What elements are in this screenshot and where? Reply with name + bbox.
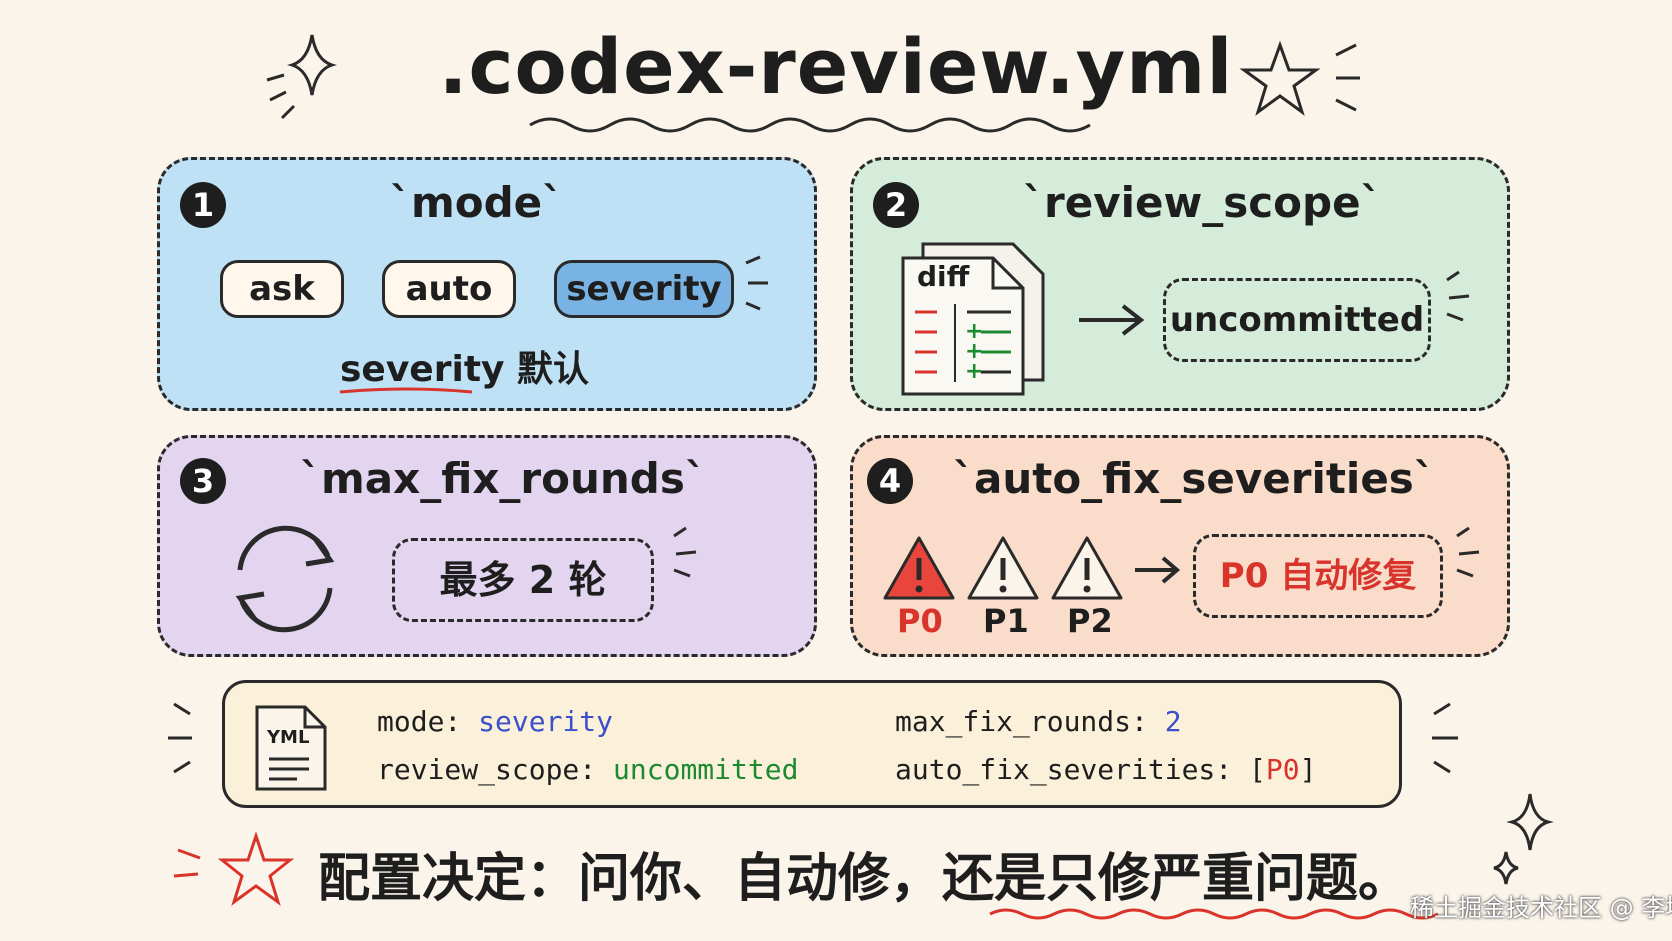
svg-text:+: + xyxy=(965,359,983,384)
config-scope-value: uncommitted xyxy=(613,753,799,786)
mode-panel-title: `mode` xyxy=(390,178,564,227)
emphasis-lines-icon xyxy=(1456,526,1480,578)
yml-file-icon xyxy=(255,705,327,791)
warning-red-icon xyxy=(883,536,955,600)
watermark: 稀土掘金技术社区 @ 李坤 xyxy=(1410,894,1672,922)
config-summary-box: YML mode: severity review_scope: uncommi… xyxy=(222,680,1402,808)
step-number-3: 3 xyxy=(180,458,226,504)
auto-fix-severities-panel: 4 `auto_fix_severities` P0 P1 P2 P0 自动修复 xyxy=(850,435,1510,657)
config-scope-key: review_scope: xyxy=(377,753,597,786)
auto-fix-severities-title: `auto_fix_severities` xyxy=(953,454,1435,503)
max-rounds-value-box: 最多 2 轮 xyxy=(392,538,654,622)
config-severities-key: auto_fix_severities: xyxy=(895,753,1233,786)
page-title: .codex-review.yml xyxy=(438,22,1234,111)
max-fix-rounds-panel: 3 `max_fix_rounds` 最多 2 轮 xyxy=(157,435,817,657)
red-underline xyxy=(339,387,473,394)
config-severities-value: P0 xyxy=(1265,753,1300,786)
mode-option-severity: severity xyxy=(554,260,734,318)
emphasis-lines-icon xyxy=(745,255,768,311)
mode-option-ask: ask xyxy=(220,260,344,318)
auto-fix-result-box: P0 自动修复 xyxy=(1193,534,1443,618)
severity-label-p1: P1 xyxy=(983,602,1029,640)
step-number-1: 1 xyxy=(180,182,226,228)
default-note: 默认 xyxy=(517,349,590,390)
auto-fix-result-text: P0 自动修复 xyxy=(1219,556,1417,596)
sparkle-icon xyxy=(1493,793,1554,885)
severity-label-p2: P2 xyxy=(1067,602,1113,640)
refresh-cycle-icon xyxy=(235,525,335,633)
review-scope-title: `review_scope` xyxy=(1023,178,1382,227)
config-rounds-key: max_fix_rounds: xyxy=(895,705,1148,738)
emphasis-lines-icon xyxy=(168,702,192,774)
svg-text:+: + xyxy=(965,319,983,344)
arrow-right-icon xyxy=(1079,304,1145,336)
red-star-icon xyxy=(173,831,295,906)
emphasis-lines-icon xyxy=(1432,702,1458,774)
config-severities-open: [ xyxy=(1249,753,1266,786)
step-number-2: 2 xyxy=(873,182,919,228)
default-value-label: severity xyxy=(340,349,505,390)
yml-file-label: YML xyxy=(267,727,310,748)
mode-option-auto: auto xyxy=(382,260,516,318)
arrow-right-icon xyxy=(1135,556,1181,584)
severity-label-p0: P0 xyxy=(897,602,943,640)
config-severities-close: ] xyxy=(1299,753,1317,786)
warning-icon xyxy=(1051,536,1123,600)
emphasis-lines-icon xyxy=(1446,270,1470,322)
warning-icon xyxy=(967,536,1039,600)
sparkle-icon xyxy=(266,34,338,120)
config-mode-key: mode: xyxy=(377,705,462,738)
svg-text:+: + xyxy=(965,339,983,364)
mode-panel: 1 `mode` ask auto severity severity 默认 xyxy=(157,157,817,411)
summary-line: 配置决定：问你、自动修，还是只修严重问题。 xyxy=(318,849,1411,909)
max-fix-rounds-title: `max_fix_rounds` xyxy=(300,454,706,503)
config-mode-value: severity xyxy=(478,705,614,738)
star-icon xyxy=(1239,40,1360,116)
scope-target-box: uncommitted xyxy=(1163,278,1431,362)
emphasis-lines-icon xyxy=(673,526,697,578)
diff-file-label: diff xyxy=(917,260,970,293)
config-rounds-value: 2 xyxy=(1164,705,1182,738)
diff-file-icon: + + + xyxy=(901,242,1045,396)
step-number-4: 4 xyxy=(867,458,913,504)
review-scope-panel: 2 `review_scope` + + + diff uncommitted xyxy=(850,157,1510,411)
